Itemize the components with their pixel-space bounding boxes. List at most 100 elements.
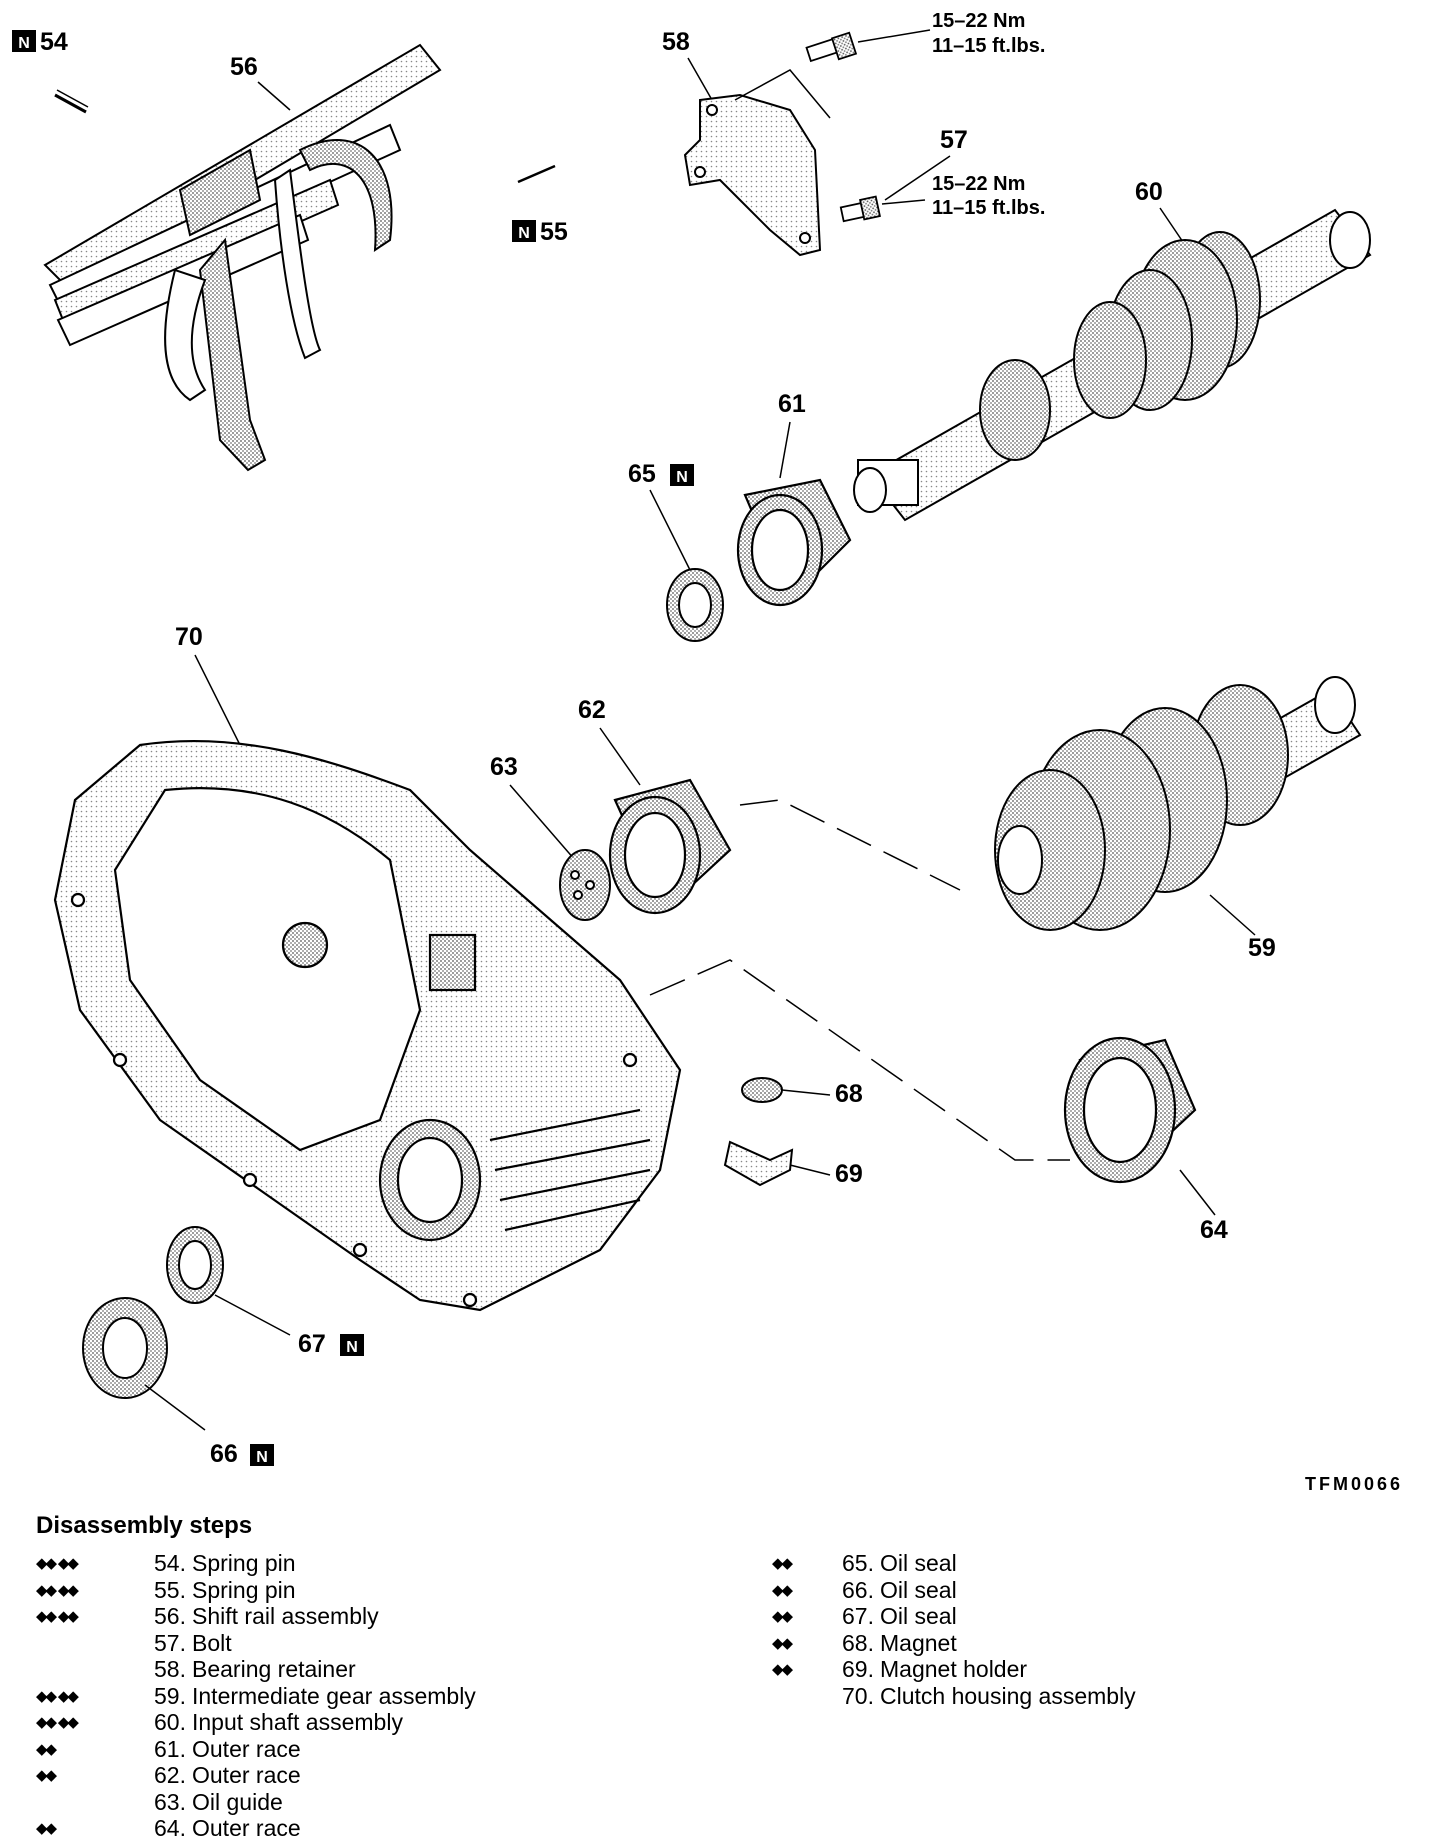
callout-63: 63 [490,753,518,781]
step-label: Outer race [192,1815,301,1841]
callout-59: 59 [1248,934,1276,962]
magnet-68 [741,1077,783,1103]
step-marks: ◆◆ ◆◆ [36,1580,79,1599]
input-shaft-assembly-60 [853,208,1372,522]
list-item: ◆◆ ◆◆ 60.Input shaft assembly [36,1709,476,1736]
step-number: 54. [154,1550,186,1576]
list-item: ◆◆ ◆◆59.Intermediate gear assembly [36,1683,476,1710]
magnet-holder-69 [723,1140,794,1187]
callout-55: N 55 [512,218,568,246]
list-item: 70.Clutch housing assembly [772,1683,1136,1710]
list-item: ◆◆ ◆◆ 56.Shift rail assembly [36,1603,476,1630]
step-number: 59. [154,1682,186,1709]
step-marks: ◆◆ [772,1580,793,1599]
svg-text:N: N [518,225,530,242]
leader-line-64 [649,959,1070,1161]
step-number: 64. [154,1815,186,1841]
step-number: 57. [154,1629,186,1656]
list-item: ◆◆ 62.Outer race [36,1762,476,1789]
step-label: Oil guide [192,1788,283,1815]
callout-56: 56 [230,53,258,81]
svg-text:55: 55 [540,218,568,246]
steps-list-left: ◆◆ ◆◆ 54.Spring pin ◆◆ ◆◆55.Spring pin ◆◆… [36,1550,476,1842]
figure-id: TFM0066 [1305,1474,1404,1494]
step-label: Magnet [880,1629,957,1656]
oil-guide-63 [559,849,611,921]
callout-65: 65 N [628,460,694,488]
callout-66: 66 N [210,1440,274,1468]
svg-text:N: N [18,35,30,52]
spring-pin-54 [54,89,89,114]
step-marks: ◆◆ [772,1607,793,1625]
callout-68: 68 [835,1080,863,1108]
step-label: Oil seal [880,1576,957,1603]
step-number: 62. [154,1762,186,1788]
step-marks: ◆◆ ◆◆ [36,1607,79,1625]
svg-text:N: N [676,469,688,486]
outer-race-62 [608,778,732,915]
svg-text:N: N [346,1339,358,1356]
list-item: 63.Oil guide [36,1789,476,1816]
svg-text:N: N [256,1449,268,1466]
steps-list-right: ◆◆65.Oil seal ◆◆66.Oil seal ◆◆67.Oil sea… [772,1550,1136,1709]
spring-pin-55 [517,164,556,184]
step-label: Intermediate gear assembly [192,1682,476,1709]
step-label: Shift rail assembly [192,1603,379,1629]
step-marks: ◆◆ [36,1819,57,1837]
list-item: ◆◆ 65.Oil seal [772,1550,1136,1577]
list-item: ◆◆69.Magnet holder [772,1656,1136,1683]
step-label: Oil seal [880,1550,957,1576]
torque-ftlbs-57: 11–15 ft.lbs. [932,197,1045,219]
svg-text:66: 66 [210,1440,238,1468]
step-number: 67. [842,1603,874,1629]
step-number: 56. [154,1603,186,1629]
step-marks: ◆◆ [36,1766,57,1784]
oil-seal-66 [82,1297,168,1399]
steps-title: Disassembly steps [36,1512,253,1539]
svg-text:65: 65 [628,460,656,488]
callout-67: 67 N [298,1330,364,1358]
oil-seal-65 [666,568,724,642]
step-label: Outer race [192,1762,301,1788]
torque-ftlbs-58: 11–15 ft.lbs. [932,35,1045,57]
bearing-retainer-58 [683,93,822,257]
clutch-housing-assembly-70 [53,739,682,1312]
list-item: ◆◆68.Magnet [772,1630,1136,1657]
step-marks: ◆◆ [772,1633,793,1652]
step-label: Input shaft assembly [192,1709,403,1735]
step-number: 61. [154,1735,186,1762]
step-label: Clutch housing assembly [880,1682,1136,1709]
step-marks: ◆◆ [36,1739,57,1758]
list-item: ◆◆61.Outer race [36,1736,476,1763]
intermediate-gear-assembly-59 [994,676,1362,931]
step-marks: ◆◆ ◆◆ [36,1554,79,1572]
exploded-view-diagram: N 54 56 N 55 58 15–22 Nm 11–15 ft.l [12,10,1372,1468]
step-label: Bolt [192,1629,232,1656]
bolt-57 [839,195,881,223]
torque-nm-57: 15–22 Nm [932,173,1025,195]
svg-text:54: 54 [40,28,68,56]
step-number: 58. [154,1656,186,1682]
step-number: 60. [154,1709,186,1735]
step-marks: ◆◆ ◆◆ [36,1713,79,1731]
list-item: ◆◆ ◆◆55.Spring pin [36,1577,476,1604]
list-item: ◆◆ 67.Oil seal [772,1603,1136,1630]
callout-60: 60 [1135,178,1163,206]
step-label: Spring pin [192,1550,296,1576]
step-label: Bearing retainer [192,1656,356,1682]
step-number: 65. [842,1550,874,1576]
step-label: Oil seal [880,1603,957,1629]
callout-70: 70 [175,623,203,651]
oil-seal-67 [166,1226,224,1304]
step-number: 70. [842,1682,874,1709]
step-label: Spring pin [192,1576,296,1603]
callout-57: 57 [940,126,968,154]
step-number: 69. [842,1656,874,1682]
outer-race-64 [1063,1036,1197,1184]
shift-rail-assembly-56 [43,43,442,472]
callout-58: 58 [662,28,690,56]
step-marks: ◆◆ [772,1554,793,1572]
svg-text:67: 67 [298,1330,326,1358]
callout-54: N 54 [12,28,68,56]
list-item: ◆◆ ◆◆ 54.Spring pin [36,1550,476,1577]
